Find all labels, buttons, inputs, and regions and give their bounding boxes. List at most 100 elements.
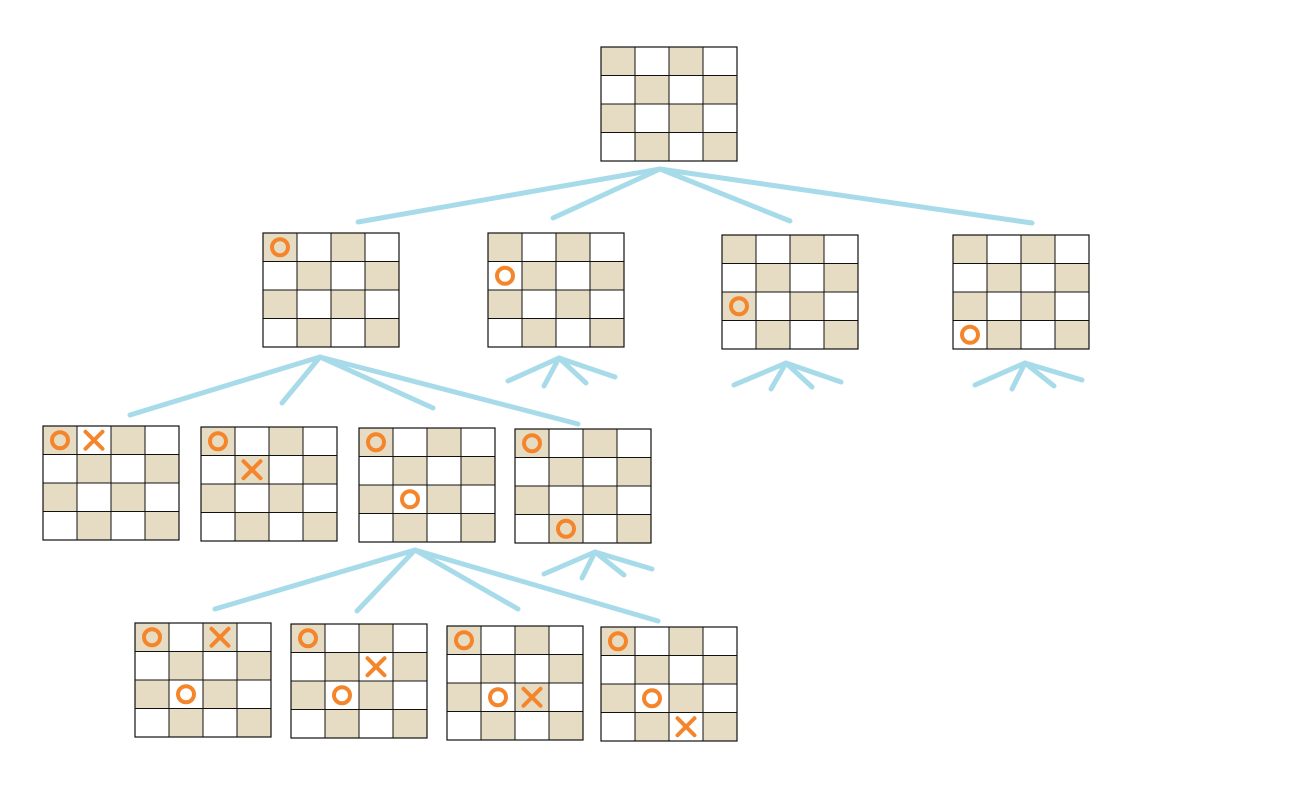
board-cell: [168, 708, 204, 738]
board-cell: [364, 261, 400, 291]
board-cell: [952, 263, 988, 293]
board-cell: [426, 427, 462, 457]
board-cell: [296, 232, 332, 262]
board-cell: [600, 103, 636, 133]
board-cell: [358, 709, 394, 739]
board-cell: [986, 263, 1022, 293]
board-cell: [324, 709, 360, 739]
board-cell: [668, 683, 704, 713]
circle-o-icon: [522, 433, 542, 454]
edge-level1-a-to-level2-d: [317, 354, 581, 427]
board-cell: [290, 680, 326, 710]
board-border: [262, 232, 400, 348]
board-level2-d: [514, 428, 652, 544]
board-cell: [290, 709, 326, 739]
board-cell: [234, 426, 270, 456]
circle-o-icon: [298, 628, 318, 649]
board-cell: [262, 318, 298, 348]
collapsed-fan-level2-d: [541, 549, 655, 581]
board-cell: [202, 679, 238, 709]
circle-o-icon: [142, 627, 162, 648]
board-cell: [134, 708, 170, 738]
board-cell: [392, 456, 428, 486]
board-cell: [823, 291, 859, 321]
board-cell: [986, 320, 1022, 350]
board-cell: [76, 482, 112, 512]
board-cell: [460, 484, 496, 514]
board-cell: [236, 679, 272, 709]
board-cell: [514, 485, 550, 515]
board-cell: [702, 46, 738, 76]
board-cell: [392, 652, 428, 682]
board-cell: [1020, 320, 1056, 350]
board-cell: [634, 103, 670, 133]
board-cell: [296, 318, 332, 348]
board-cell: [548, 711, 584, 741]
board-cell: [364, 289, 400, 319]
edges-layer: [127, 166, 1085, 624]
board-cell: [200, 483, 236, 513]
cross-x-icon: [83, 429, 105, 451]
board-cell: [755, 320, 791, 350]
board-cell: [202, 651, 238, 681]
board-cell: [634, 712, 670, 742]
board-cell: [268, 483, 304, 513]
board-cell: [755, 234, 791, 264]
board-cell: [702, 75, 738, 105]
circle-o-icon: [208, 431, 228, 452]
board-cell: [634, 655, 670, 685]
circle-o-icon: [454, 630, 474, 651]
board-cell: [582, 428, 618, 458]
board-cell: [426, 513, 462, 543]
board-cell: [460, 427, 496, 457]
board-cell: [487, 318, 523, 348]
board-cell: [702, 103, 738, 133]
board-cell: [1020, 263, 1056, 293]
board-cell: [548, 682, 584, 712]
board-cell: [1054, 234, 1090, 264]
board-cell: [358, 513, 394, 543]
board-cell: [134, 679, 170, 709]
board-level1-d: [952, 234, 1090, 350]
board-cell: [1020, 234, 1056, 264]
board-cell: [358, 456, 394, 486]
board-cell: [702, 712, 738, 742]
board-cell: [514, 514, 550, 544]
edge-level2-c-to-level3-c: [412, 547, 521, 612]
collapsed-fan-level1-d: [972, 360, 1085, 392]
board-level3-a: [134, 622, 272, 738]
board-cell: [755, 263, 791, 293]
board-cell: [236, 622, 272, 652]
board-cell: [1054, 291, 1090, 321]
board-cell: [262, 261, 298, 291]
board-border: [952, 234, 1090, 350]
board-cell: [789, 234, 825, 264]
board-cell: [555, 318, 591, 348]
board-cell: [721, 234, 757, 264]
collapsed-edge: [1022, 360, 1085, 383]
board-cell: [548, 457, 584, 487]
board-cell: [487, 232, 523, 262]
board-cell: [1020, 291, 1056, 321]
board-root: [600, 46, 738, 162]
board-cell: [986, 291, 1022, 321]
board-cell: [721, 263, 757, 293]
circle-o-icon: [488, 687, 508, 708]
board-cell: [616, 514, 652, 544]
edge-level2-c-to-level3-b: [354, 547, 418, 614]
board-cell: [460, 513, 496, 543]
board-cell: [324, 623, 360, 653]
edge-level2-c-to-level3-d: [412, 547, 661, 624]
collapsed-edge: [972, 360, 1028, 388]
board-cell: [521, 261, 557, 291]
board-cell: [168, 622, 204, 652]
circle-o-icon: [332, 685, 352, 706]
board-cell: [600, 46, 636, 76]
board-cell: [144, 511, 180, 541]
collapsed-edge: [579, 549, 598, 581]
board-cell: [702, 626, 738, 656]
board-cell: [582, 514, 618, 544]
board-border: [200, 426, 338, 542]
board-cell: [302, 455, 338, 485]
